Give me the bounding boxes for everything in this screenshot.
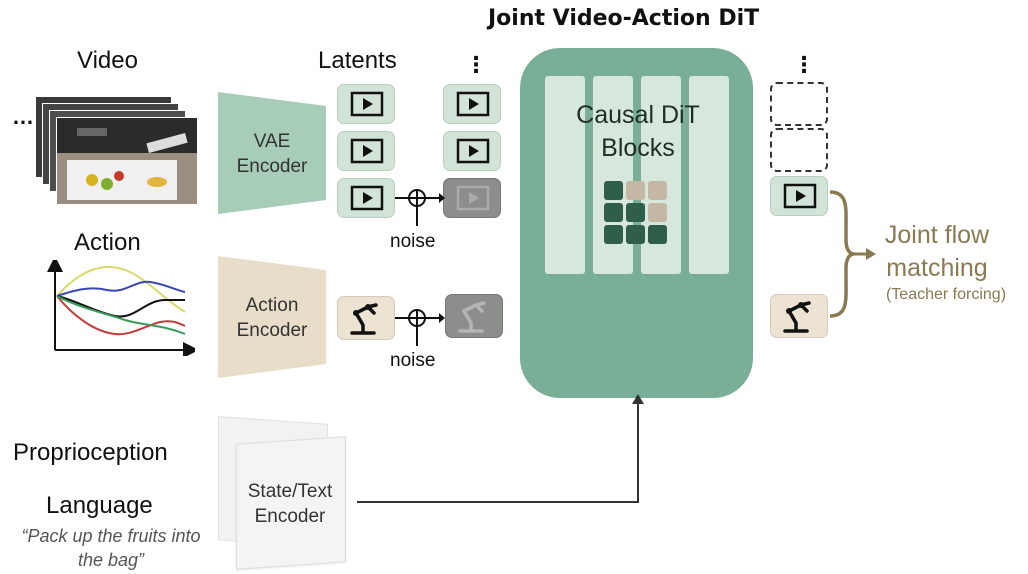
robot-arm-icon xyxy=(783,301,811,333)
output-ellipsis: ⋮ xyxy=(793,52,815,77)
video-frames: … xyxy=(10,96,210,208)
conditioning-arrow xyxy=(357,394,644,503)
video-label: Video xyxy=(77,47,138,74)
video-frame-image xyxy=(56,117,198,205)
output-action-tile xyxy=(770,294,828,338)
flow-brace-arrow xyxy=(829,190,876,318)
vae-encoder-shape xyxy=(218,92,326,214)
action-label: Action xyxy=(74,229,141,256)
attention-cell xyxy=(626,181,645,200)
joint-flow-matching-label: Joint flow matching xyxy=(884,221,990,282)
dit-column xyxy=(545,76,585,274)
robot-arm-icon xyxy=(350,303,378,335)
latents-ellipsis: ⋮ xyxy=(465,52,487,77)
attention-cell xyxy=(648,203,667,222)
attention-cell xyxy=(604,203,623,222)
attention-cell xyxy=(648,181,667,200)
noisy-action-latent-tile xyxy=(445,294,503,338)
attention-cell xyxy=(626,225,645,244)
latents-label: Latents xyxy=(318,47,397,74)
future-slot-tile xyxy=(770,128,828,172)
attention-cell xyxy=(604,225,623,244)
video-latent-tile xyxy=(337,131,395,171)
attention-cell xyxy=(626,203,645,222)
vae-encoder-label: VAE Encoder xyxy=(236,131,308,177)
language-label: Language xyxy=(46,492,153,519)
state-text-encoder-label: State/Text Encoder xyxy=(247,481,333,527)
attention-cell xyxy=(604,181,623,200)
plus-circle-icon xyxy=(395,309,445,346)
video-ellipsis: … xyxy=(12,104,34,129)
video-latent-tile xyxy=(337,84,395,124)
video-latent-tile xyxy=(443,84,501,124)
action-trajectory-plot xyxy=(45,256,199,358)
video-latent-tile xyxy=(443,131,501,171)
plus-circle-icon xyxy=(395,189,445,226)
teacher-forcing-label: (Teacher forcing) xyxy=(885,286,1007,303)
action-latent-tile xyxy=(337,296,395,340)
robot-arm-icon xyxy=(458,301,486,333)
future-slot-tile xyxy=(770,82,828,126)
action-encoder-shape xyxy=(218,256,326,378)
dit-column xyxy=(689,76,729,274)
video-noise-label: noise xyxy=(390,231,436,252)
action-noise-label: noise xyxy=(390,350,436,371)
noisy-video-latent-tile xyxy=(443,178,501,218)
action-encoder-label: Action Encoder xyxy=(236,295,308,341)
video-latent-tile xyxy=(337,178,395,218)
proprioception-label: Proprioception xyxy=(13,439,168,466)
language-instruction: “Pack up the fruits into the bag” xyxy=(21,526,201,570)
dit-blocks-label: Causal DiT Blocks xyxy=(576,101,700,162)
diagram-title: Joint Video-Action DiT xyxy=(488,6,760,31)
output-video-tile xyxy=(770,176,828,216)
attention-cell xyxy=(648,225,667,244)
